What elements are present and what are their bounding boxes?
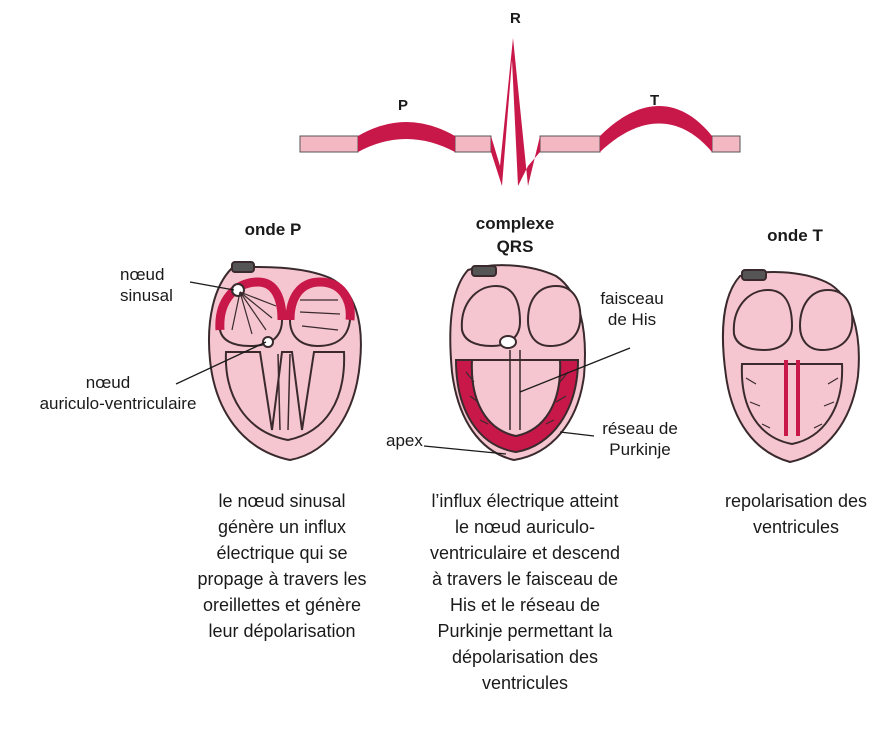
caption-line: leur dépolarisation: [162, 618, 402, 644]
caption-line: Purkinje permettant la: [400, 618, 650, 644]
vena-cava: [742, 270, 766, 280]
label-noeud-av: nœud auriculo-ventriculaire: [8, 372, 228, 414]
caption-line: propage à travers les: [162, 566, 402, 592]
label-av-line2: auriculo-ventriculaire: [8, 393, 228, 414]
caption-onde-t: repolarisation des ventricules: [706, 488, 886, 540]
caption-line: ventricules: [706, 514, 886, 540]
caption-line: l’influx électrique atteint: [400, 488, 650, 514]
ecg-r-label: R: [510, 8, 521, 29]
leader-purkinje: [560, 432, 594, 436]
caption-line: génère un influx: [162, 514, 402, 540]
title-qrs-line2: QRS: [460, 235, 570, 258]
caption-line: le nœud auriculo-: [400, 514, 650, 540]
label-purkinje-line2: Purkinje: [590, 439, 690, 460]
label-noeud-sinusal: nœud sinusal: [120, 264, 173, 306]
av-node: [500, 336, 516, 348]
caption-complexe-qrs: l’influx électrique atteint le nœud auri…: [400, 488, 650, 696]
title-complexe-qrs: complexe QRS: [460, 212, 570, 258]
label-his-line1: faisceau: [600, 288, 664, 309]
label-sinus-line2: sinusal: [120, 285, 173, 306]
caption-line: ventriculaire et descend: [400, 540, 650, 566]
ecg-trace: [300, 38, 740, 186]
caption-line: à travers le faisceau de: [400, 566, 650, 592]
ecg-t-label: T: [650, 90, 659, 111]
label-his-line2: de His: [600, 309, 664, 330]
label-reseau-purkinje: réseau de Purkinje: [590, 418, 690, 460]
title-onde-t: onde T: [740, 224, 850, 247]
title-onde-p: onde P: [218, 218, 328, 241]
heart-qrs: [450, 265, 585, 460]
label-av-line1: nœud: [0, 372, 228, 393]
caption-line: ventricules: [400, 670, 650, 696]
caption-line: repolarisation des: [706, 488, 886, 514]
label-purkinje-line1: réseau de: [590, 418, 690, 439]
caption-line: dépolarisation des: [400, 644, 650, 670]
qrs-complex: [491, 38, 540, 186]
title-qrs-line1: complexe: [460, 212, 570, 235]
caption-onde-p: le nœud sinusal génère un influx électri…: [162, 488, 402, 644]
left-atrium: [800, 290, 852, 350]
vena-cava: [472, 266, 496, 276]
heart-p-wave: [209, 262, 361, 460]
label-apex: apex: [386, 430, 423, 451]
p-wave: [358, 122, 455, 152]
ecg-p-label: P: [398, 95, 408, 116]
t-wave: [600, 106, 712, 152]
label-sinus-line1: nœud: [120, 264, 173, 285]
caption-line: électrique qui se: [162, 540, 402, 566]
caption-line: oreillettes et génère: [162, 592, 402, 618]
caption-line: le nœud sinusal: [162, 488, 402, 514]
heart-t-wave: [723, 270, 859, 462]
left-atrium: [528, 286, 580, 346]
label-faisceau-his: faisceau de His: [600, 288, 664, 330]
vena-cava: [232, 262, 254, 272]
caption-line: His et le réseau de: [400, 592, 650, 618]
